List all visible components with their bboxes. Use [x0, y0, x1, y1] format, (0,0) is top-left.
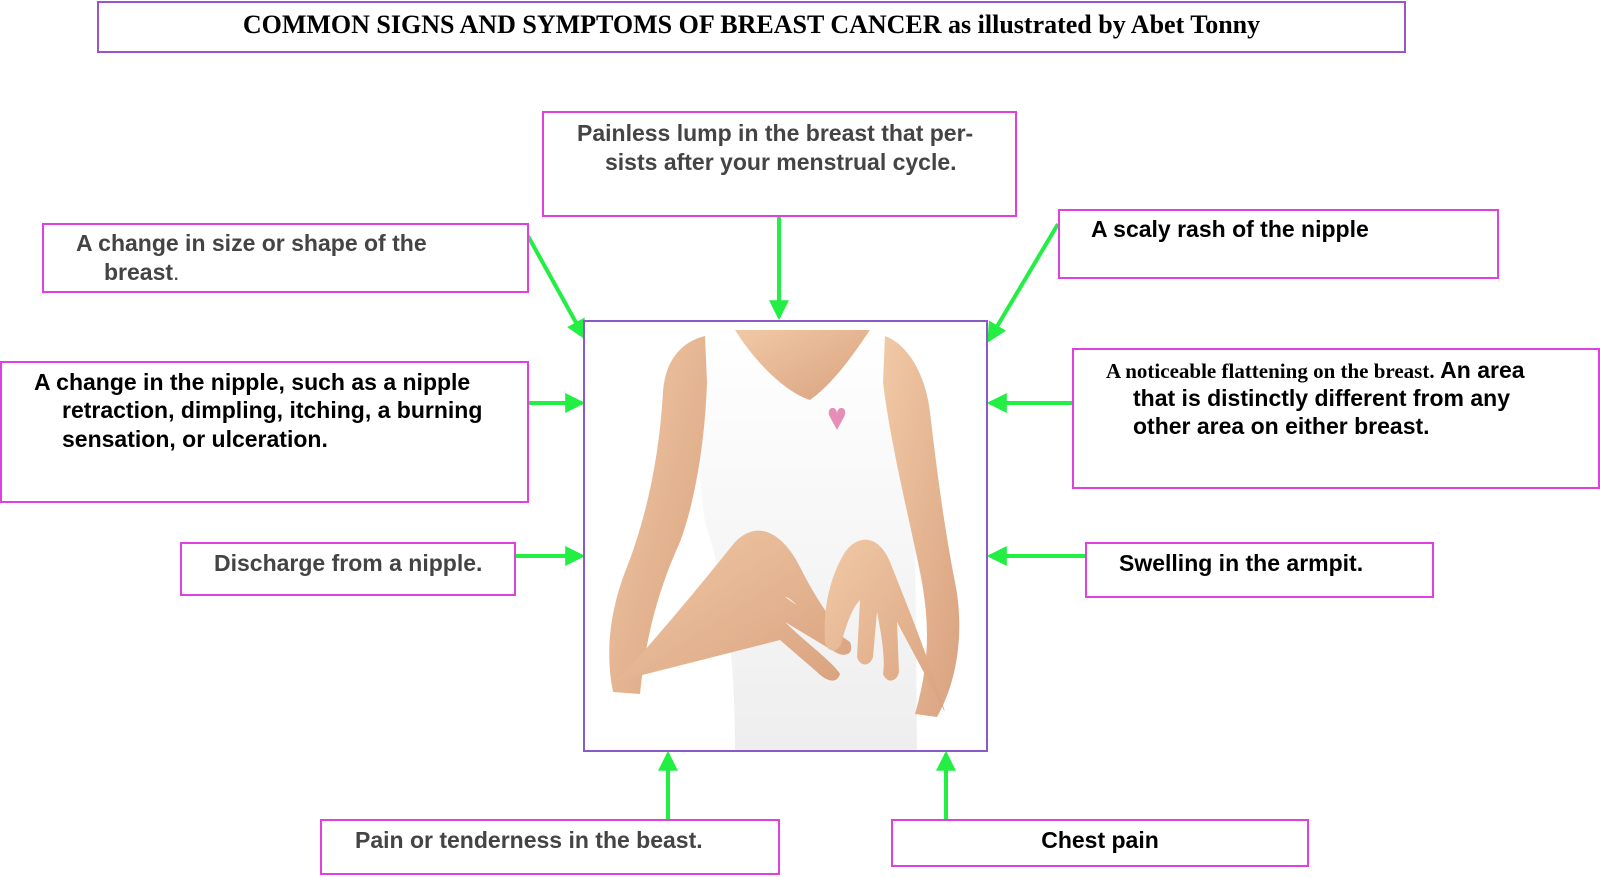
symptom-rash-text: A scaly rash of the nipple	[1091, 216, 1369, 242]
symptom-nipple-line3: sensation, or ulceration.	[62, 426, 328, 452]
arrow-left-top	[526, 235, 586, 340]
symptom-pain-text: Pain or tenderness in the beast.	[355, 827, 703, 853]
symptom-flattening-line1: A noticeable flattening on the breast. A…	[1106, 356, 1525, 386]
symptom-flattening-line2: that is distinctly different from any	[1133, 385, 1510, 411]
symptom-flattening-line3: other area on either breast.	[1133, 413, 1430, 439]
symptom-box-flattening: A noticeable flattening on the breast. A…	[1072, 348, 1600, 489]
page-title: COMMON SIGNS AND SYMPTOMS OF BREAST CANC…	[242, 10, 1261, 39]
symptom-box-discharge: Discharge from a nipple.	[180, 542, 516, 596]
symptom-flattening-serif: A noticeable flattening on the breast.	[1106, 359, 1435, 383]
symptom-box-nipple-change: A change in the nipple, such as a nipple…	[0, 361, 529, 503]
symptom-box-scaly-rash: A scaly rash of the nipple	[1058, 209, 1499, 279]
breast-exam-photo	[583, 320, 988, 752]
symptom-size-word: breast	[104, 259, 174, 285]
title-box: COMMON SIGNS AND SYMPTOMS OF BREAST CANC…	[97, 1, 1406, 53]
breast-exam-illustration	[585, 322, 986, 750]
symptom-discharge-text: Discharge from a nipple.	[214, 550, 483, 576]
symptom-nipple-line2: retraction, dimpling, itching, a burning	[62, 397, 483, 423]
symptom-size-line1: A change in size or shape of the	[76, 230, 427, 256]
symptom-flattening-sans: An area	[1434, 357, 1525, 383]
symptom-box-chest-pain: Chest pain	[891, 819, 1309, 867]
symptom-box-size-shape: A change in size or shape of the breast.	[42, 223, 529, 293]
symptom-box-pain: Pain or tenderness in the beast.	[320, 819, 780, 875]
symptom-size-period: .	[173, 259, 180, 285]
symptom-chest-pain-text: Chest pain	[1041, 827, 1159, 853]
arrow-right-top	[987, 222, 1060, 343]
symptom-box-lump: Painless lump in the breast that per- si…	[542, 111, 1017, 217]
symptom-lump-line1: Painless lump in the breast that per-	[577, 120, 974, 146]
symptom-nipple-line1: A change in the nipple, such as a nipple	[34, 369, 471, 395]
symptom-armpit-text: Swelling in the armpit.	[1119, 550, 1364, 576]
symptom-lump-line2: sists after your menstrual cycle.	[605, 149, 957, 175]
symptom-size-line2: breast.	[104, 258, 179, 287]
symptom-box-armpit: Swelling in the armpit.	[1085, 542, 1434, 598]
